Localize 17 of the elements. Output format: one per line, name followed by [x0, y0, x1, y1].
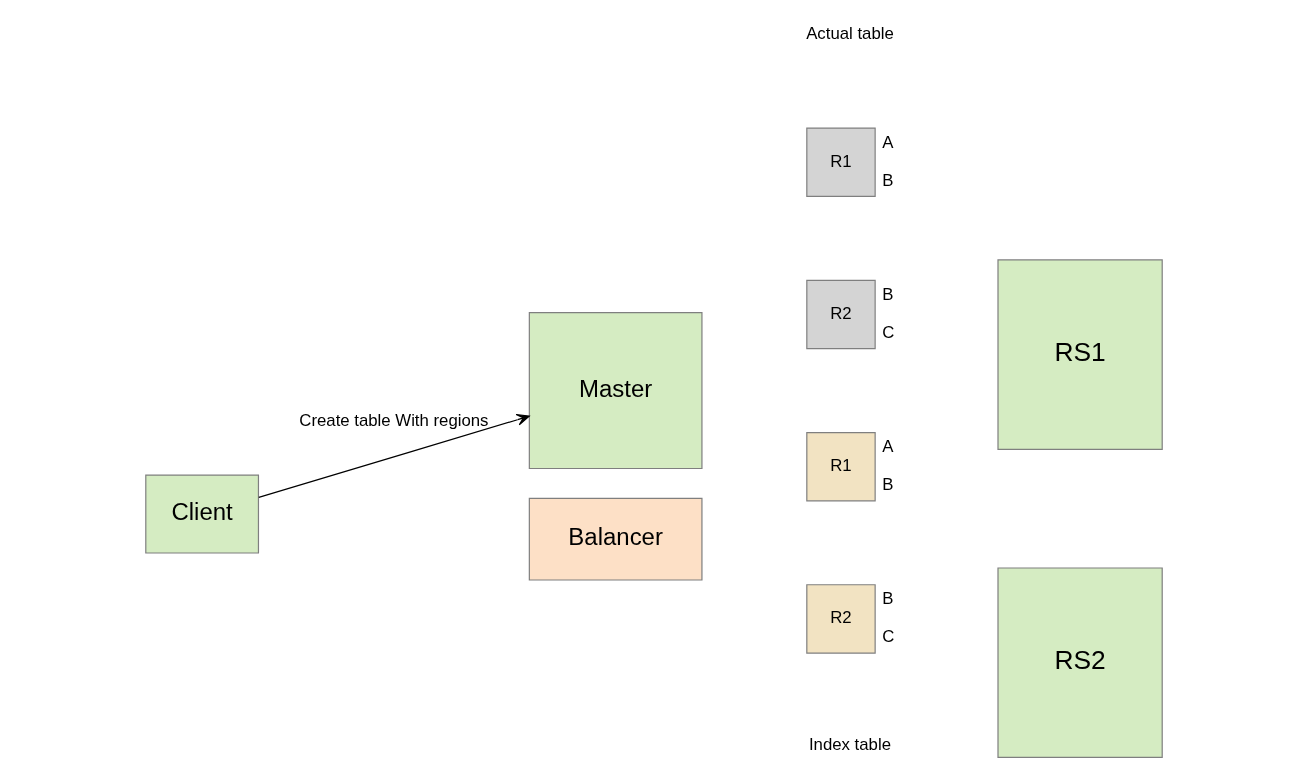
node-label: A: [881, 437, 894, 457]
node-label: A: [881, 132, 894, 152]
node-box: RS2: [996, 567, 1163, 758]
node-label: C: [881, 627, 894, 647]
node-label: B: [881, 170, 894, 190]
node-label: C: [881, 322, 894, 342]
node-box: Master: [528, 312, 703, 470]
label: Actual table: [805, 24, 894, 44]
node-box: Balancer: [528, 497, 703, 581]
arrow: [257, 413, 530, 498]
node-label: B: [881, 284, 894, 304]
node-label: B: [881, 589, 894, 609]
label: Index table: [808, 734, 891, 754]
node-box: Client: [144, 474, 259, 554]
edge-label: Create table With regions: [298, 410, 488, 430]
node-box: RS1: [996, 259, 1163, 450]
node-label: B: [881, 475, 894, 495]
